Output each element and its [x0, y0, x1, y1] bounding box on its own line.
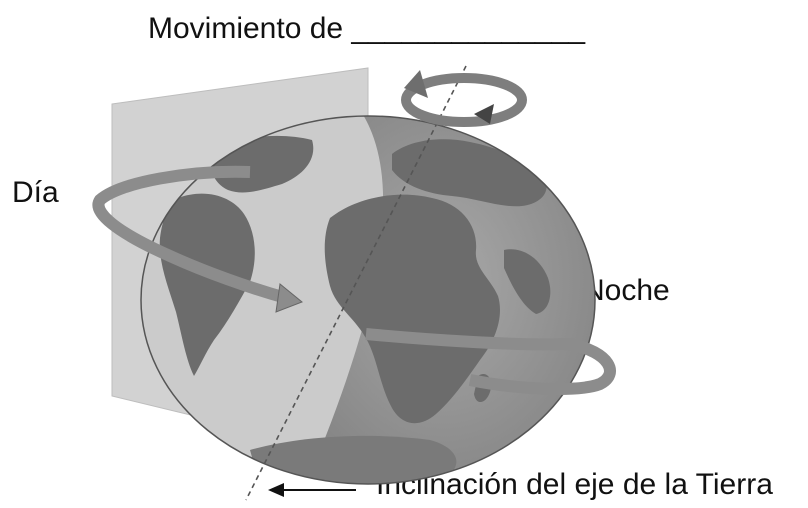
europe-shape	[392, 139, 547, 207]
top-rotation-arrowhead-right	[474, 104, 494, 124]
rotation-arrowhead-left	[275, 283, 303, 313]
day-label: Día	[12, 176, 59, 209]
rotation-band-left	[92, 165, 288, 304]
diagram-title: Movimiento de ______________	[148, 12, 586, 45]
south-america-shape	[159, 193, 255, 376]
arabia-shape	[504, 249, 551, 314]
africa-shape	[324, 194, 500, 424]
globe-outline	[140, 115, 596, 485]
top-rotation-arrowhead	[404, 70, 428, 98]
rotation-axis	[245, 65, 467, 501]
antarctica-shape	[250, 435, 457, 484]
night-label: Noche	[583, 274, 670, 307]
top-rotation-ring	[401, 73, 527, 127]
rotation-band-right	[365, 328, 616, 395]
axis-pointer-arrowhead	[268, 483, 284, 497]
